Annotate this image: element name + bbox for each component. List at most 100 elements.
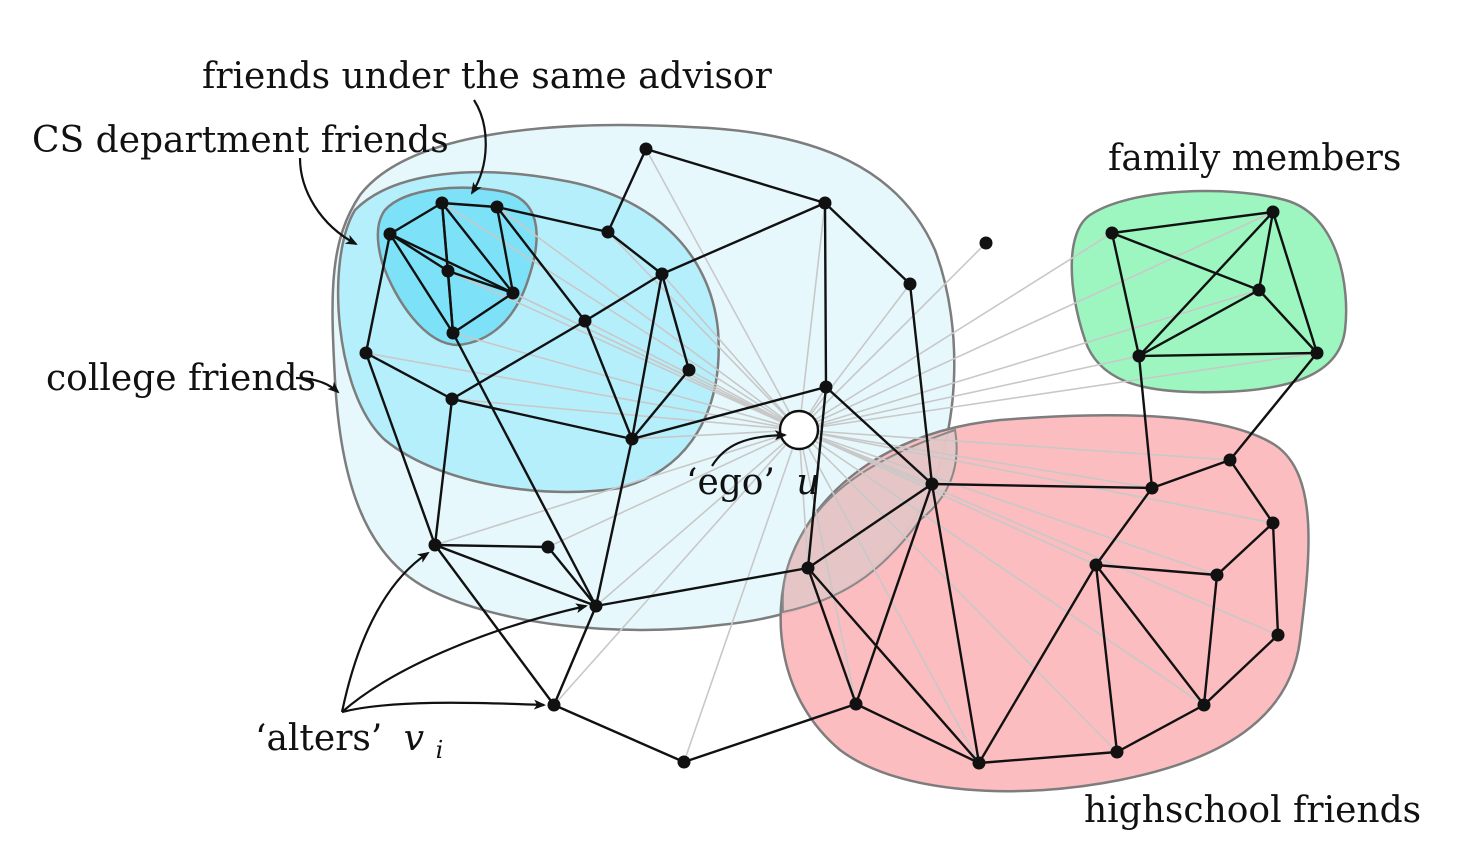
alter-edge <box>1257 211 1275 291</box>
alter-edge <box>824 202 911 285</box>
alters-label-var: v <box>404 718 424 759</box>
alter-edge <box>584 272 663 323</box>
ego-label-var: u <box>796 462 819 503</box>
alter-edge <box>389 232 449 273</box>
alter-node <box>441 264 455 278</box>
alter-node <box>547 698 561 712</box>
ego-ray <box>798 429 809 569</box>
alter-edge <box>433 398 454 546</box>
alters-label-sub: i <box>436 736 444 764</box>
alter-edge <box>553 703 685 764</box>
alter-edge <box>495 206 515 294</box>
ego-ray <box>452 332 800 431</box>
alter-edge <box>583 320 634 440</box>
ego-ray <box>798 429 1218 576</box>
alter-edge <box>1229 459 1274 524</box>
alter-edge <box>1116 703 1205 754</box>
ego-ray <box>798 429 980 764</box>
alters-label-quote: ‘alters’ <box>255 718 382 759</box>
alters-arrow-1 <box>340 551 430 713</box>
alter-edge <box>1271 522 1280 636</box>
advisor-arrow <box>470 99 487 195</box>
alter-edge <box>447 269 514 295</box>
alter-edge <box>1202 574 1219 706</box>
ego-ray <box>798 355 1140 431</box>
ego-ray <box>434 429 800 546</box>
ego-ray <box>798 283 911 431</box>
alter-node <box>801 561 815 575</box>
alter-edge <box>388 233 455 334</box>
ego-ray <box>631 429 800 440</box>
alter-node <box>849 697 863 711</box>
cs-arrow <box>298 157 358 245</box>
alter-node <box>819 380 833 394</box>
ego-ray <box>798 242 987 431</box>
alter-node <box>1110 745 1124 759</box>
alter-edge <box>1095 487 1153 566</box>
alter-edge <box>1216 522 1274 576</box>
alter-edge <box>645 147 826 205</box>
alter-node <box>1145 481 1159 495</box>
alter-edge <box>631 369 690 440</box>
alter-node <box>1197 698 1211 712</box>
ego-ray <box>645 148 800 431</box>
alter-node <box>1271 628 1285 642</box>
college-friends-label: college friends <box>46 358 316 399</box>
alter-node <box>1266 205 1280 219</box>
alter-node <box>490 200 504 214</box>
ego-ray <box>661 273 800 431</box>
alter-edge <box>930 483 981 764</box>
alter-edge <box>595 566 809 608</box>
alter-edge <box>451 319 586 401</box>
alters-arrow-3 <box>341 699 546 714</box>
ego-ray <box>798 429 1097 566</box>
alter-edge <box>825 386 933 485</box>
alter-node <box>578 314 592 328</box>
alter-edge <box>807 567 980 764</box>
alter-edge <box>806 386 828 569</box>
alter-edge <box>660 273 691 371</box>
alter-node <box>1310 346 1324 360</box>
alter-edge <box>594 438 634 607</box>
alter-node <box>903 277 917 291</box>
ego-ray <box>441 202 800 431</box>
alter-node <box>506 286 520 300</box>
alter-edge <box>364 352 437 546</box>
alter-node <box>428 538 442 552</box>
alter-node <box>601 225 615 239</box>
alter-edge <box>1138 288 1260 358</box>
alter-edge <box>389 232 514 295</box>
alter-node <box>655 267 669 281</box>
ego-ray <box>496 206 800 431</box>
alter-nodes <box>359 142 1324 770</box>
alter-edge <box>547 546 597 607</box>
alter-edge <box>1111 231 1260 292</box>
alter-edge <box>823 202 828 388</box>
alter-edge <box>441 202 514 294</box>
alter-edge <box>389 201 443 236</box>
alter-edge <box>855 702 980 765</box>
alter-node <box>1223 453 1237 467</box>
alter-edge <box>630 273 664 440</box>
annotation-arrows <box>295 99 787 714</box>
alter-node <box>445 392 459 406</box>
ego-ray <box>798 289 1260 431</box>
ego-ray <box>547 429 800 548</box>
alter-edge <box>1258 289 1318 354</box>
alter-edge <box>434 543 597 608</box>
alter-node <box>682 363 696 377</box>
alters-arrow-2 <box>341 603 588 713</box>
alter-edge <box>1111 210 1274 235</box>
alter-node <box>541 540 555 554</box>
alter-node <box>446 326 460 340</box>
alter-edge <box>806 567 858 705</box>
alter-node <box>1089 558 1103 572</box>
alter-edge <box>1094 564 1119 753</box>
alter-node <box>1266 516 1280 530</box>
ego-ray <box>683 429 800 763</box>
ego-ray <box>553 429 800 706</box>
alter-node <box>1132 349 1146 363</box>
cs-department-friends-label: CS department friends <box>32 120 449 161</box>
alter-edge <box>365 351 453 401</box>
